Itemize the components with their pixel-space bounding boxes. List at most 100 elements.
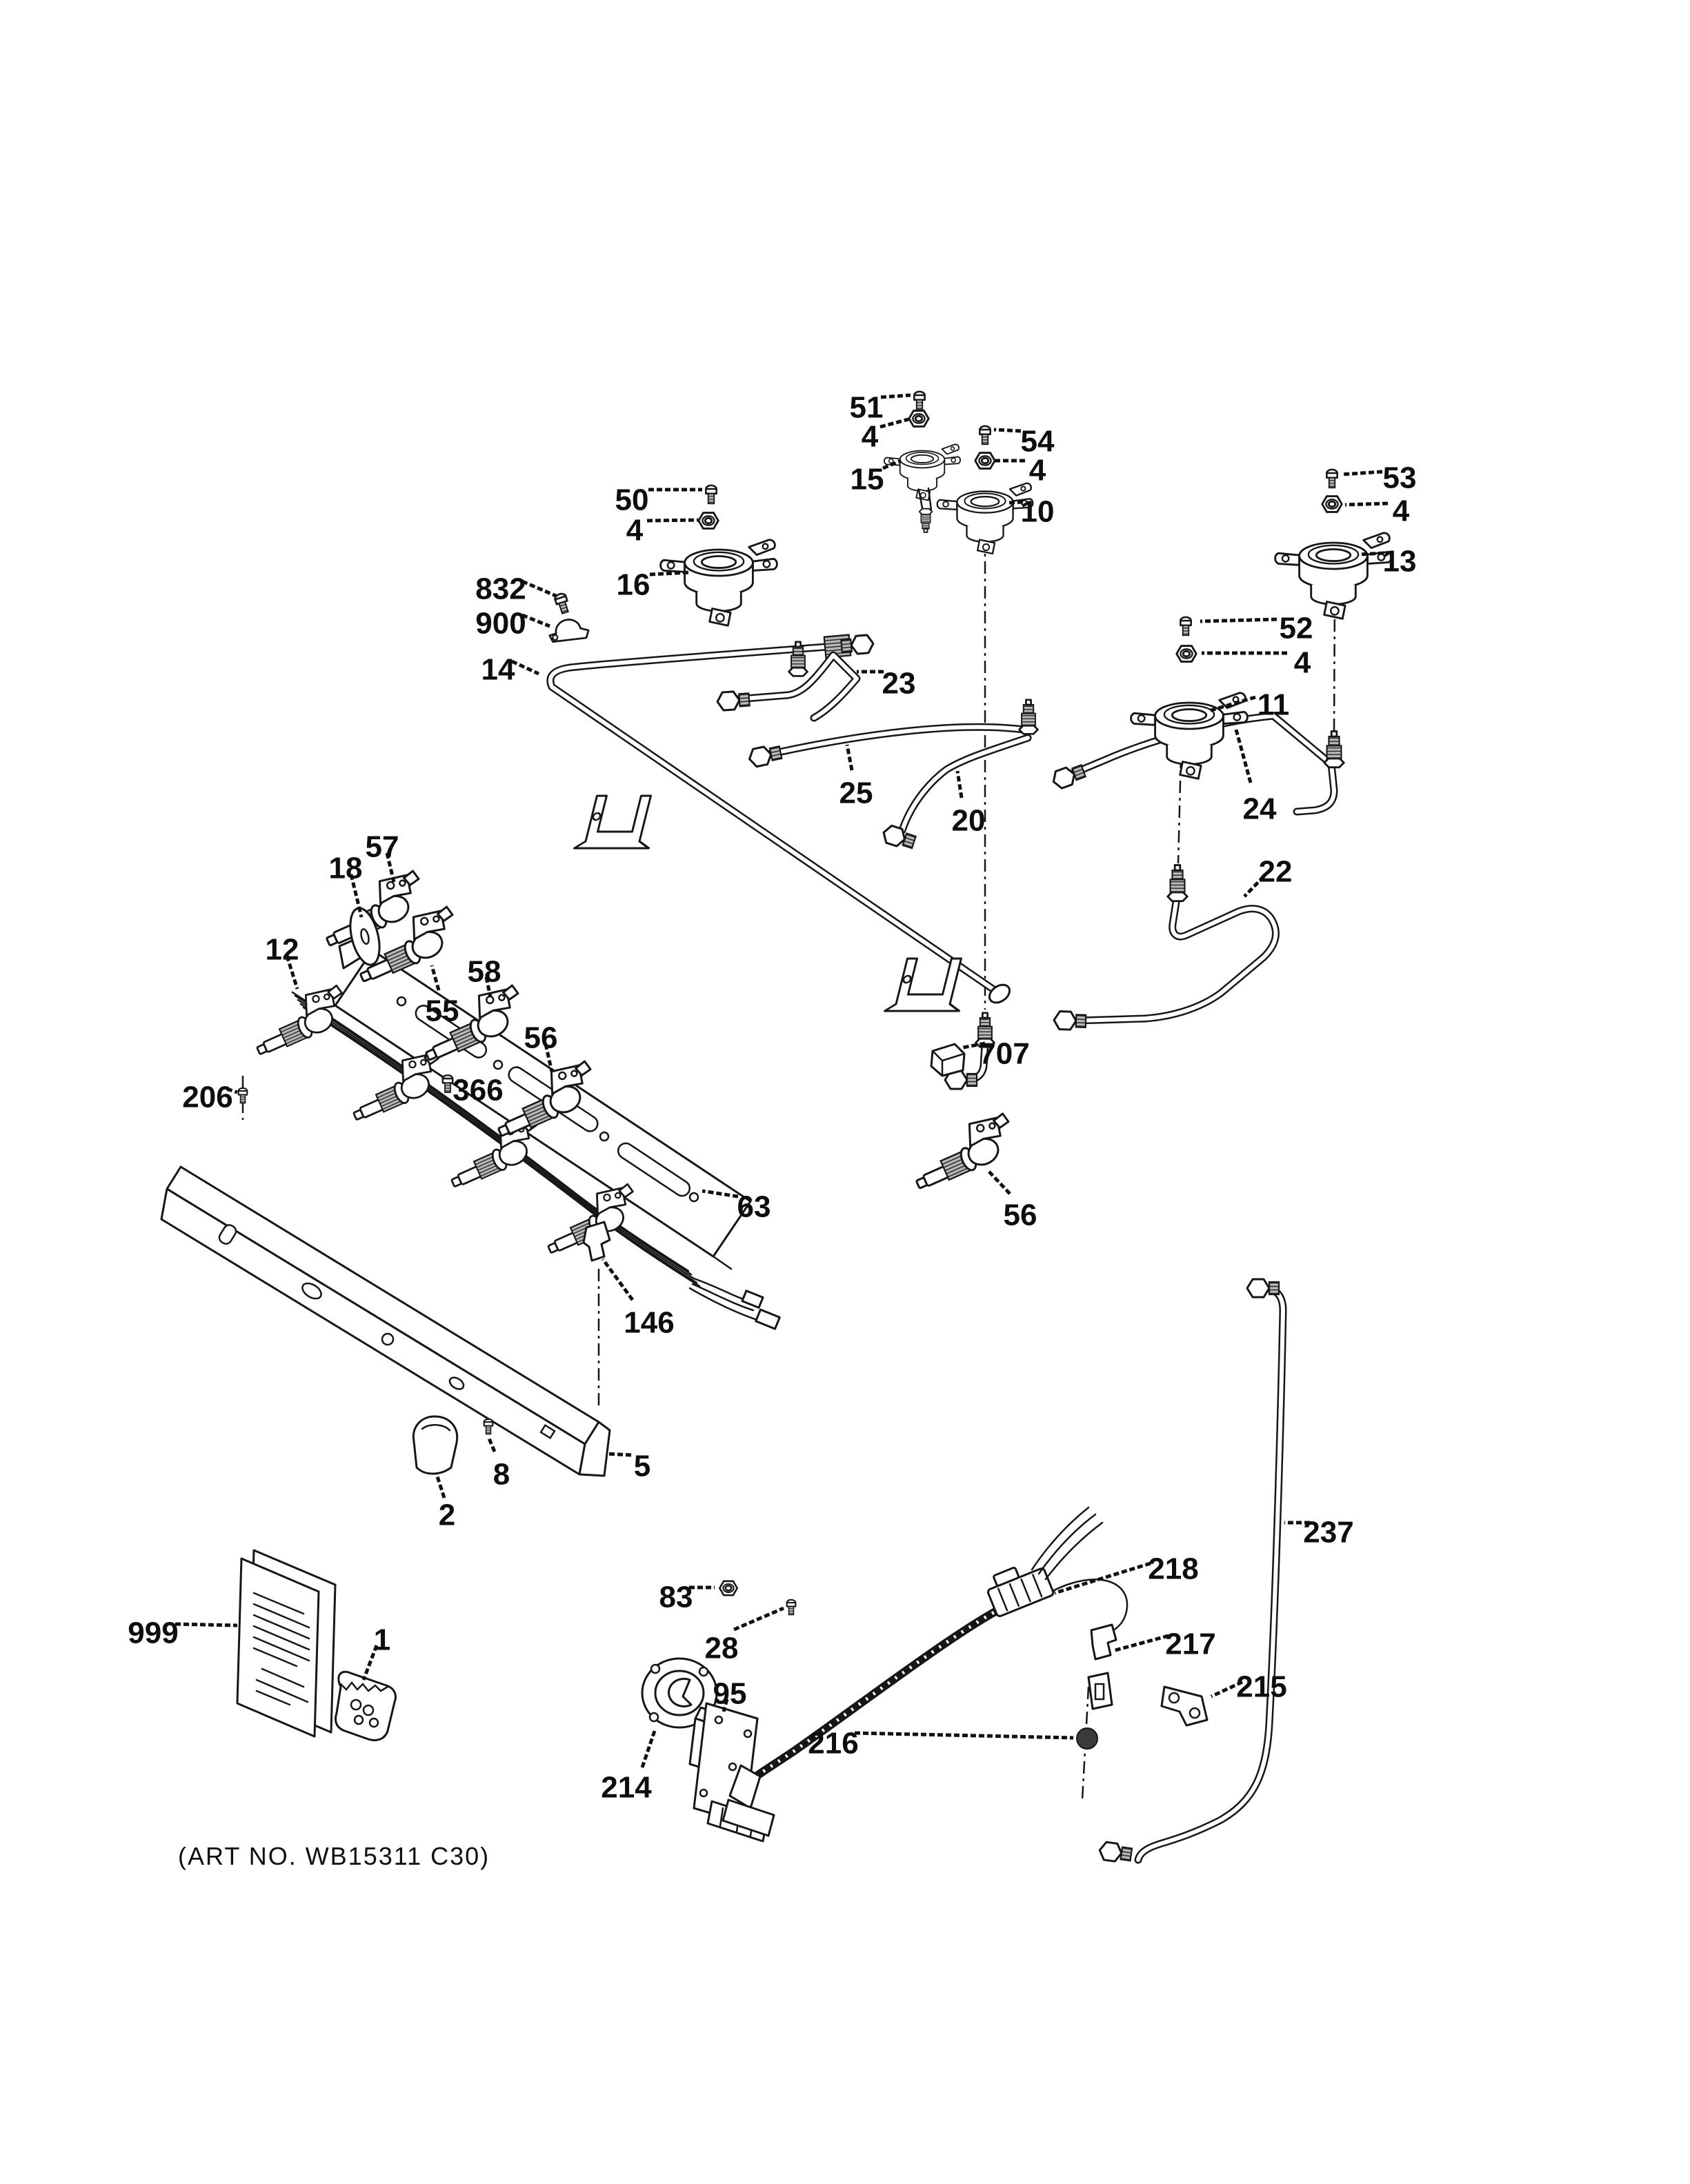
part-label-13: 13 — [1383, 545, 1417, 579]
part-label-11: 11 — [1257, 688, 1290, 722]
leader-line-8 — [487, 1438, 497, 1452]
leader-line-215 — [1210, 1680, 1244, 1699]
leader-line-146 — [601, 1258, 635, 1301]
tube-237-top-nut — [1246, 1278, 1280, 1299]
part-callout-11: 11 — [1208, 688, 1290, 722]
leader-line-214 — [640, 1730, 657, 1768]
leader-line-216 — [854, 1731, 1074, 1740]
nut-4 — [697, 512, 719, 530]
clamp-900 — [546, 614, 591, 646]
leader-line-56 — [986, 1169, 1011, 1195]
part-callout-4: 4 — [995, 454, 1046, 488]
part-label-5: 5 — [634, 1450, 650, 1483]
leader-line-4 — [879, 417, 909, 429]
part-callout-18: 18 — [329, 852, 364, 918]
leader-line-206 — [226, 1087, 238, 1094]
part-callout-4: 4 — [862, 417, 909, 454]
nut-4 — [974, 452, 996, 470]
nut-4 — [908, 410, 930, 428]
part-label-18: 18 — [329, 852, 363, 885]
part-callout-95: 95 — [713, 1677, 747, 1712]
part-callout-56: 56 — [524, 1021, 558, 1072]
part-label-146: 146 — [624, 1306, 674, 1340]
part-label-50: 50 — [615, 483, 649, 517]
part-label-237: 237 — [1303, 1516, 1353, 1550]
part-label-22: 22 — [1259, 855, 1293, 889]
control-panel-5 — [160, 1165, 611, 1477]
tube-22-orifice — [1166, 863, 1189, 903]
leader-line-25 — [845, 744, 854, 771]
part-callout-4: 4 — [626, 514, 699, 548]
part-callout-14: 14 — [481, 653, 540, 687]
screw-832 — [553, 591, 572, 616]
valve-rail-12 — [244, 980, 781, 1330]
part-label-218: 218 — [1148, 1552, 1198, 1586]
part-label-4: 4 — [862, 420, 879, 454]
part-label-56: 56 — [524, 1021, 558, 1055]
part-callout-832: 832 — [475, 572, 557, 606]
burner-holders — [659, 443, 1393, 780]
screw-366 — [441, 1074, 454, 1094]
wire-connector-218 — [986, 1506, 1129, 1636]
art-number: (ART NO. WB15311 C30) — [178, 1842, 490, 1870]
part-label-16: 16 — [617, 568, 650, 602]
part-label-4: 4 — [1294, 646, 1311, 680]
part-label-206: 206 — [182, 1081, 232, 1114]
leader-line-56 — [544, 1043, 554, 1072]
part-label-214: 214 — [601, 1771, 652, 1805]
part-label-58: 58 — [468, 955, 501, 989]
leader-line-217 — [1112, 1634, 1169, 1653]
tube-237-bottom-nut — [1097, 1840, 1134, 1865]
rail-valve — [244, 980, 354, 1060]
leader-line-900 — [521, 613, 550, 628]
screw-28 — [786, 1599, 797, 1616]
part-callout-13: 13 — [1358, 545, 1417, 579]
part-label-51: 51 — [850, 391, 884, 425]
leader-line-13 — [1358, 551, 1384, 557]
ignitor-harness — [722, 1506, 1209, 1837]
leader-line-10 — [1008, 500, 1024, 505]
part-callout-8: 8 — [487, 1438, 510, 1492]
part-callout-55: 55 — [426, 965, 459, 1028]
manual-book-999 — [236, 1549, 337, 1738]
part-label-707: 707 — [979, 1037, 1029, 1071]
part-label-95: 95 — [713, 1677, 747, 1711]
part-label-900: 900 — [475, 607, 526, 641]
leader-line-63 — [702, 1189, 739, 1199]
leader-line-52 — [1200, 617, 1278, 623]
burner-16 — [659, 539, 778, 627]
part-callout-2: 2 — [435, 1474, 455, 1532]
part-callout-51: 51 — [850, 391, 911, 425]
tube-24-orifice — [1323, 730, 1345, 769]
part-label-28: 28 — [705, 1632, 739, 1665]
part-label-63: 63 — [737, 1190, 771, 1224]
leader-line-51 — [880, 393, 911, 399]
part-callout-900: 900 — [475, 607, 550, 641]
part-callout-237: 237 — [1284, 1516, 1354, 1550]
leader-line-18 — [349, 874, 364, 918]
part-label-4: 4 — [626, 514, 644, 548]
part-label-53: 53 — [1383, 461, 1417, 495]
part-callout-20: 20 — [952, 770, 985, 838]
part-callout-214: 214 — [601, 1730, 657, 1805]
leader-line-1 — [361, 1645, 379, 1681]
part-label-2: 2 — [439, 1499, 455, 1532]
part-callout-10: 10 — [1008, 495, 1054, 529]
part-label-55: 55 — [426, 994, 459, 1028]
leader-line-999 — [175, 1622, 238, 1627]
part-label-23: 23 — [882, 667, 916, 701]
leader-line-2 — [435, 1474, 446, 1499]
part-callout-216: 216 — [808, 1727, 1074, 1761]
nut-83 — [718, 1580, 739, 1596]
screw-54 — [979, 425, 991, 445]
part-callout-50: 50 — [615, 483, 702, 517]
burner-10 — [936, 482, 1034, 555]
leader-line-5 — [606, 1452, 632, 1457]
part-label-57: 57 — [366, 830, 399, 864]
part-label-54: 54 — [1021, 425, 1055, 459]
leader-line-15 — [882, 459, 902, 470]
screw-53 — [1326, 468, 1338, 489]
part-callout-206: 206 — [182, 1081, 238, 1114]
part-callout-28: 28 — [705, 1606, 784, 1665]
tube-14-end-cap — [988, 983, 1011, 1004]
